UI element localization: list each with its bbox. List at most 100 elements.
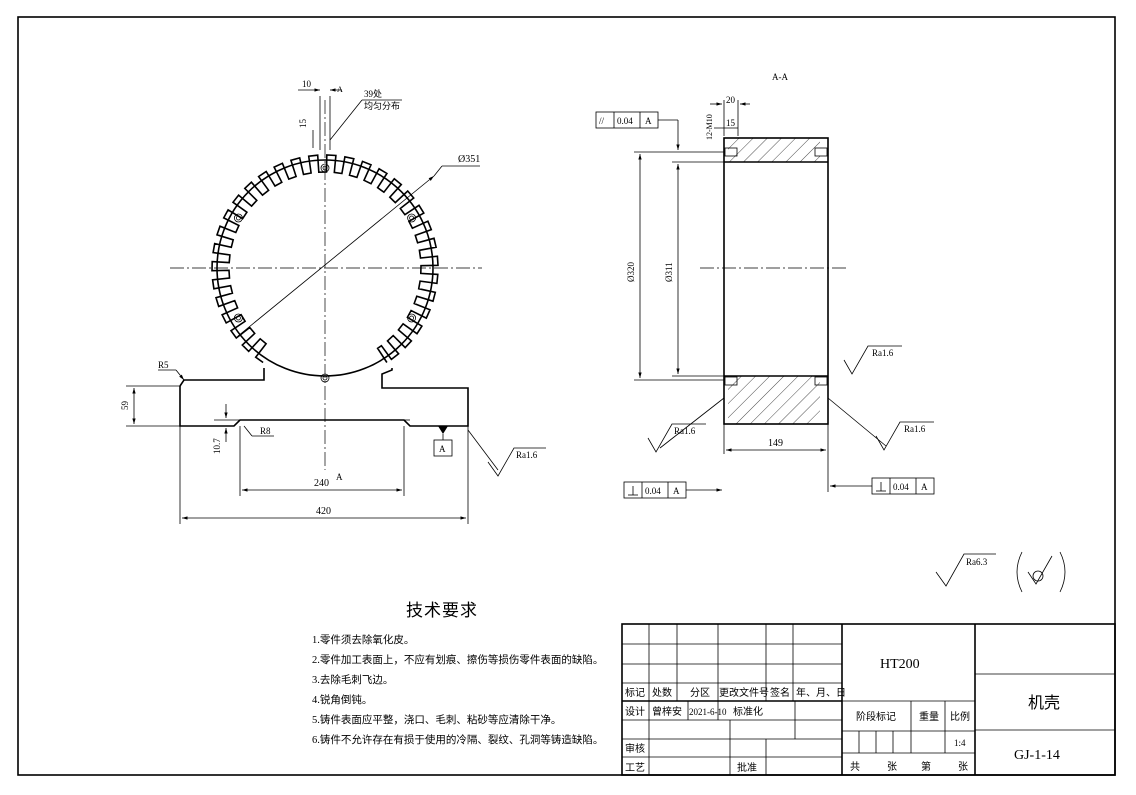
- tb-scale-label: 比例: [950, 710, 970, 723]
- note-count: 39处: [364, 88, 382, 99]
- roughness-right-value: Ra1.6: [904, 424, 926, 434]
- perp-right-value: 0.04: [893, 482, 909, 492]
- note-distribution: 均匀分布: [364, 100, 400, 111]
- general-roughness: Ra6.3: [935, 551, 1066, 593]
- section-hatch-top: [728, 138, 820, 162]
- dim-radius-recess: R8: [260, 426, 271, 436]
- section-hatch-bottom: [728, 376, 820, 424]
- dia-leader-ext: [433, 165, 443, 177]
- tb-sheet-unit-label: 张: [887, 761, 897, 773]
- cut-mark-top: A: [337, 85, 343, 94]
- tb-header-mark: 标记: [625, 687, 645, 699]
- tb-weight-label: 重量: [919, 710, 939, 723]
- tb-header-sign: 签名: [770, 686, 790, 699]
- dim-thread: 12-M10: [705, 114, 714, 140]
- tech-note-item: 4.锐角倒钝。: [312, 695, 373, 706]
- tb-sheet-total-label: 共: [850, 761, 860, 773]
- dim-slot-depth: 15: [298, 119, 308, 129]
- paren-left: [1016, 551, 1023, 593]
- tb-header-zone: 分区: [690, 687, 710, 699]
- roughness-check-symbol: [1027, 555, 1053, 585]
- tb-material: HT200: [880, 657, 920, 672]
- tb-design-date: 2021-6-10: [689, 707, 727, 717]
- dim-length: 149: [768, 438, 783, 449]
- technical-requirements: 技术要求 1.零件须去除氧化皮。 2.零件加工表面上，不应有划痕、擦伤等损伤零件…: [312, 596, 612, 751]
- dim-radius-corner: R5: [158, 360, 169, 370]
- roughness-left-leader: [659, 397, 725, 449]
- general-roughness-value: Ra6.3: [966, 557, 988, 567]
- r8-leader: [243, 425, 253, 437]
- base-left-shoulder: [179, 368, 265, 387]
- paren-right: [1059, 551, 1066, 593]
- tb-header-count: 处数: [652, 686, 672, 699]
- roughness-left-value: Ra1.6: [674, 426, 696, 436]
- datum-letter: A: [439, 444, 446, 454]
- tb-sheet-unit-label2: 张: [958, 761, 968, 773]
- tech-note-item: 6.铸件不允许存在有损于使用的冷隔、裂纹、孔洞等铸造缺陷。: [312, 735, 604, 746]
- tech-note-item: 2.零件加工表面上，不应有划痕、擦伤等损伤零件表面的缺陷。: [312, 655, 604, 666]
- mounting-hole: [320, 373, 330, 383]
- flatness-symbol: //: [599, 116, 605, 126]
- mounting-hole: [407, 213, 417, 223]
- mounting-hole: [233, 213, 243, 223]
- roughness-circle-symbol: [1032, 570, 1044, 582]
- tech-note-item: 1.零件须去除氧化皮。: [312, 635, 415, 646]
- roughness-right-symbol: [875, 421, 934, 451]
- dim-recess-width: 240: [314, 478, 329, 489]
- section-view: A-A // 0.04 A 20 12-M10 15: [595, 72, 935, 499]
- dim-total-width: 420: [316, 506, 331, 517]
- perp-left-datum: A: [673, 486, 680, 496]
- tech-note-item: 5.铸件表面应平整，浇口、毛刺、粘砂等应清除干净。: [312, 715, 562, 726]
- perp-right-datum: A: [921, 482, 928, 492]
- dim-outer-dia: Ø351: [458, 154, 480, 165]
- datum-triangle: [438, 426, 448, 434]
- tb-scale: 1:4: [954, 738, 966, 748]
- r5-leader: [175, 369, 185, 381]
- tb-standardize-label: 标准化: [733, 705, 763, 718]
- tb-part-name: 机壳: [1028, 694, 1060, 712]
- mounting-hole-thread: [409, 215, 415, 221]
- roughness-base-symbol: [487, 447, 546, 477]
- tb-header-doc: 更改文件号: [719, 686, 769, 699]
- mounting-hole: [233, 313, 243, 323]
- perp-left-value: 0.04: [645, 486, 661, 496]
- dim-lip: 20: [726, 95, 736, 105]
- mounting-hole-thread: [235, 315, 241, 321]
- tb-header-date: 年、月、日: [796, 686, 846, 699]
- tech-note-item: 3.去除毛刺飞边。: [312, 675, 394, 686]
- drawing-border: [17, 16, 1116, 776]
- tb-process-label: 工艺: [625, 762, 645, 774]
- roughness-right-leader: [827, 397, 887, 447]
- tb-approve-label: 批准: [737, 761, 757, 774]
- front-view: Ø351 10 A 15 39处 均匀分布 R5 59 10.7 R8: [120, 79, 546, 524]
- thread-hole-bl: [724, 376, 738, 386]
- mounting-hole: [320, 163, 330, 173]
- thread-hole-tr: [814, 147, 828, 157]
- thread-hole-tl: [724, 147, 738, 157]
- tb-review-label: 审核: [625, 742, 645, 755]
- cut-mark-bottom: A: [336, 472, 343, 482]
- roughness-inner-symbol: [843, 345, 902, 375]
- tech-notes-title: 技术要求: [406, 601, 478, 620]
- tb-drawing-number: GJ-1-14: [1014, 748, 1060, 763]
- section-label: A-A: [772, 72, 788, 82]
- tb-designer: 曾梓安: [652, 705, 682, 718]
- mounting-hole-thread: [409, 315, 415, 321]
- roughness-inner-value: Ra1.6: [872, 348, 894, 358]
- dia-leader: [237, 175, 435, 337]
- dim-dia-inner: Ø311: [664, 262, 674, 282]
- mounting-hole-thread: [235, 215, 241, 221]
- title-block-frame: [621, 623, 1116, 776]
- mounting-hole-thread: [322, 375, 328, 381]
- tb-design-label: 设计: [625, 705, 645, 718]
- dim-slot-width: 10: [302, 79, 312, 89]
- note-leader: [329, 99, 363, 141]
- dim-base-height: 59: [120, 401, 130, 411]
- datum-box: [433, 439, 453, 457]
- tb-stage-label: 阶段标记: [856, 710, 896, 723]
- roughness-base-leader: [467, 429, 499, 471]
- flatness-datum: A: [645, 116, 652, 126]
- thread-hole-br: [814, 376, 828, 386]
- roughness-base-value: Ra1.6: [516, 450, 538, 460]
